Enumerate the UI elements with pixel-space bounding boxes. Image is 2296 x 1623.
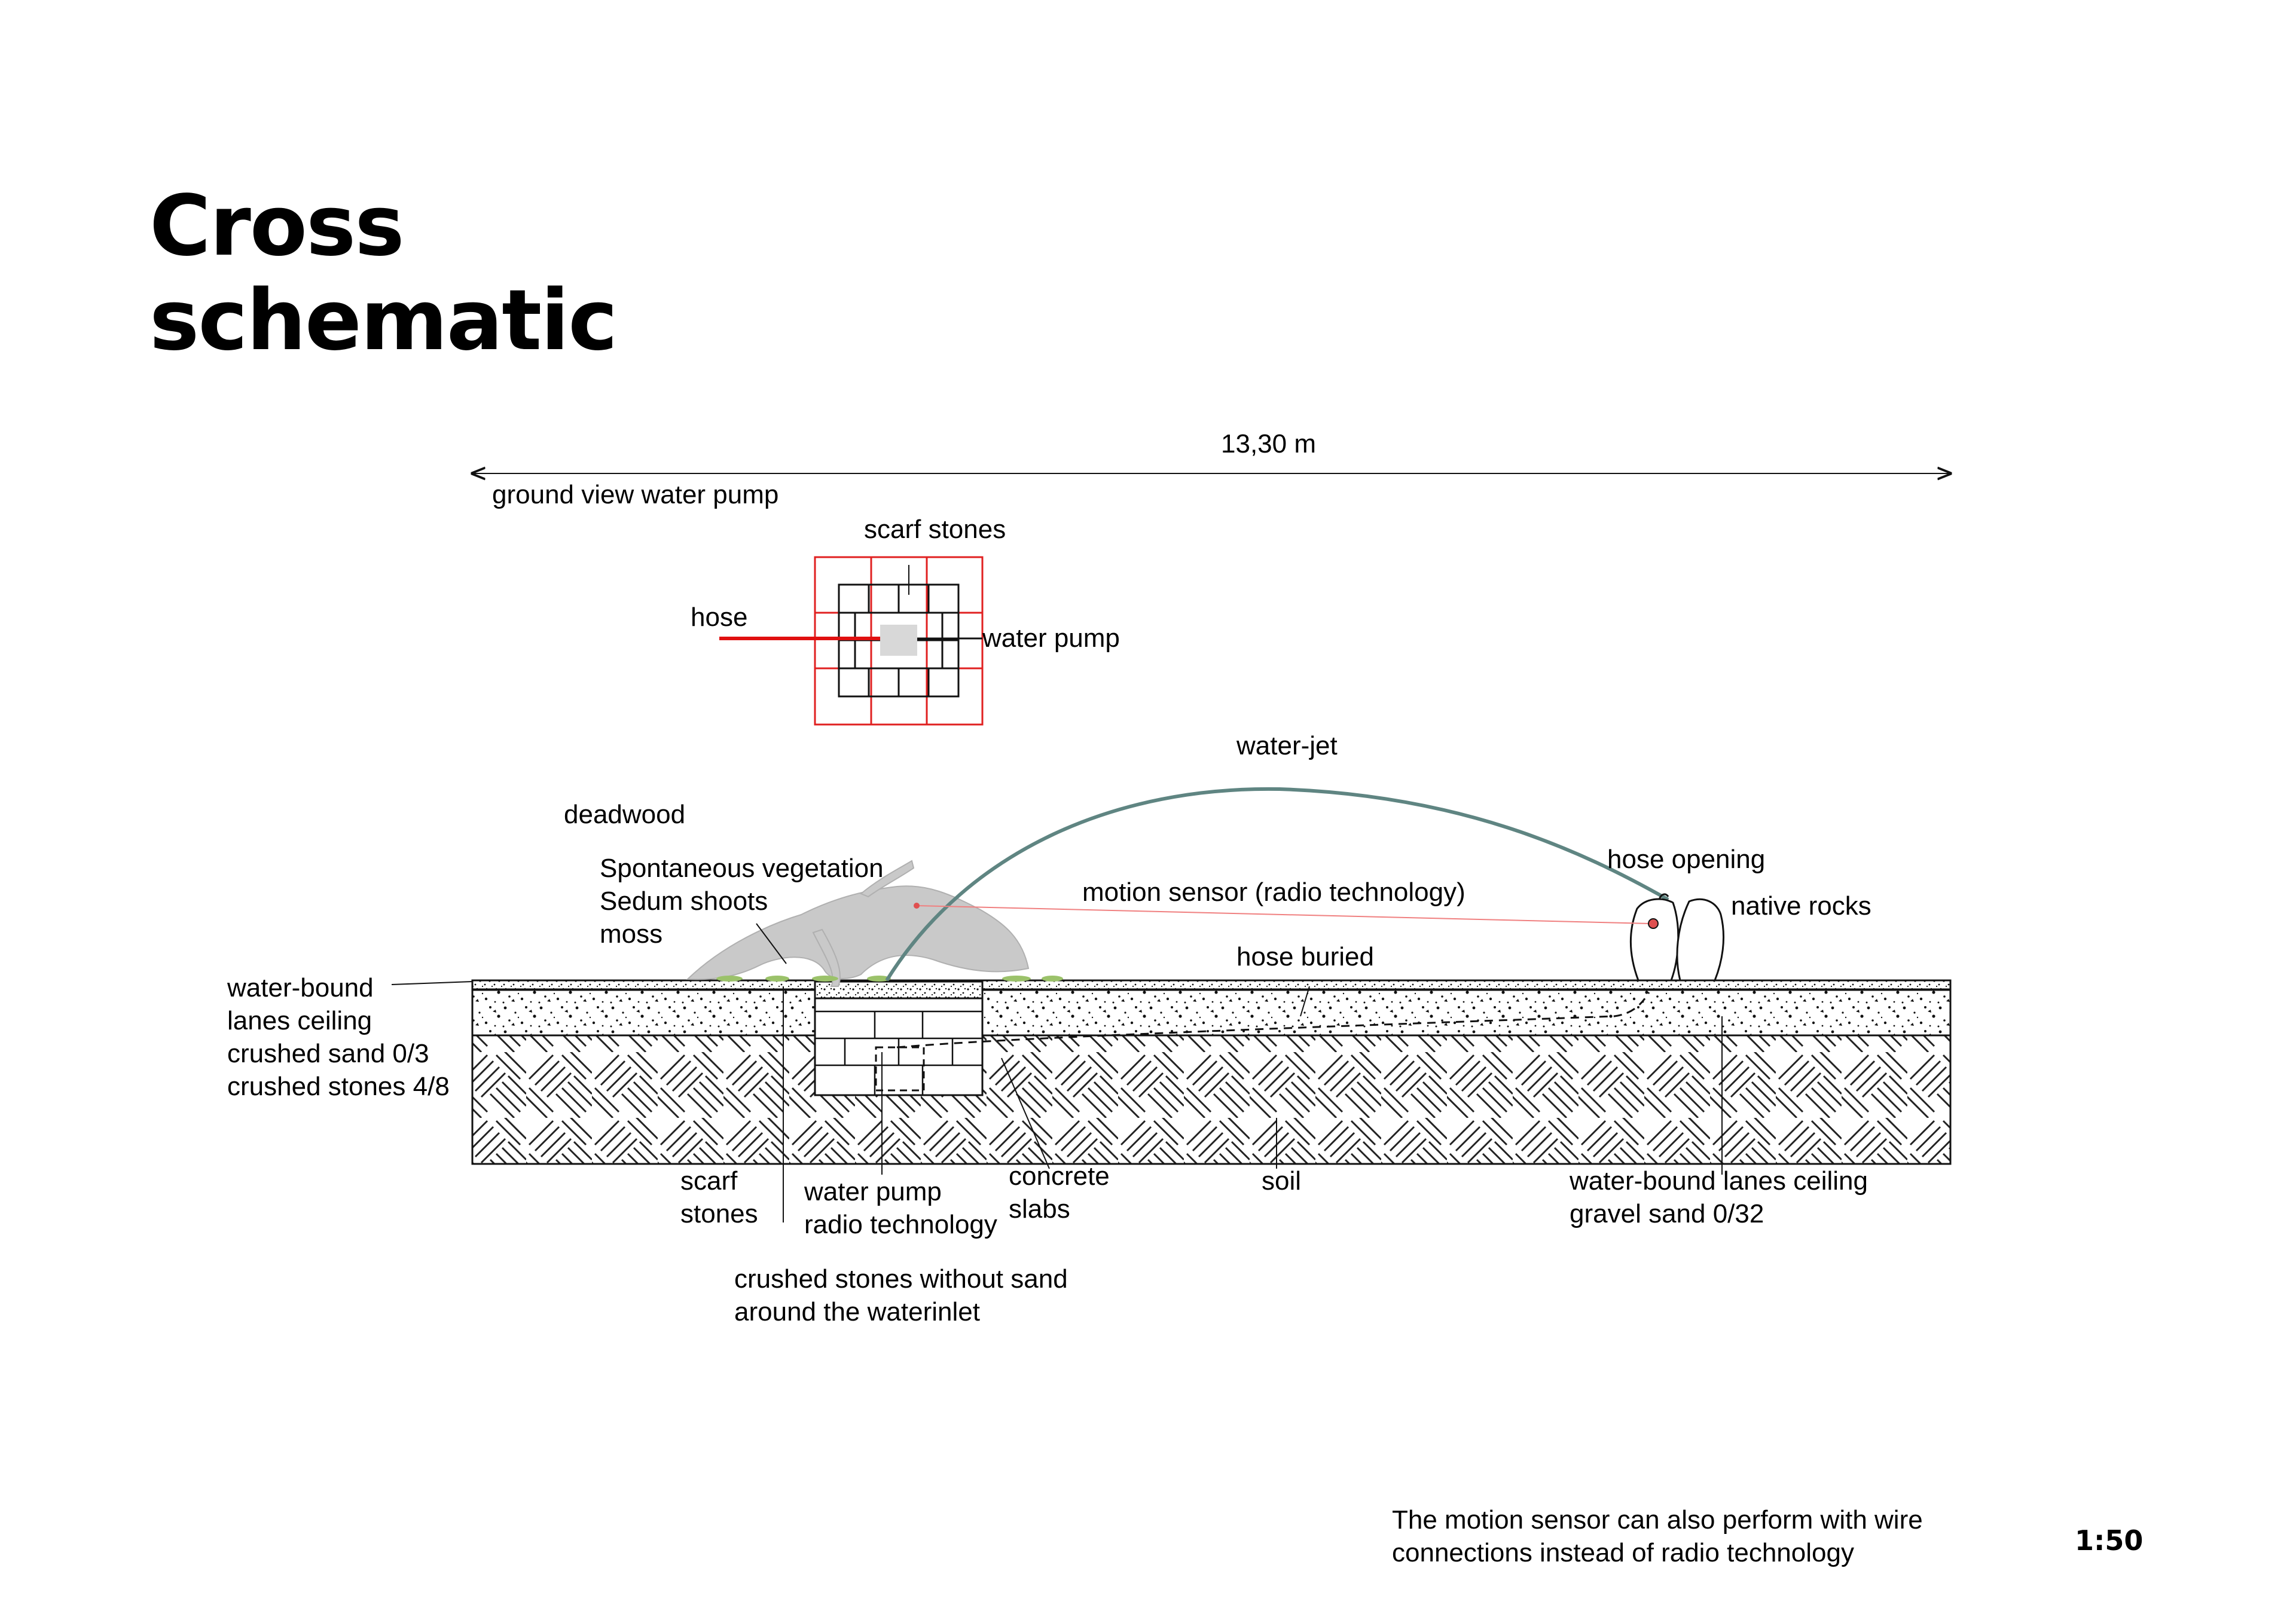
scale-label: 1:50 [2075, 1524, 2144, 1557]
motion-sensor-note: The motion sensor can also perform with … [1392, 1505, 1923, 1567]
native-rocks-label: native rocks [1731, 891, 1871, 921]
motion-sensor-emitter [914, 903, 920, 909]
water-jet-arc [885, 787, 1669, 982]
scarf-stones-label: scarf stones [680, 1166, 758, 1228]
vegetation-label: Spontaneous vegetation Sedum shoots moss [600, 854, 884, 949]
soil-layer [471, 1034, 1952, 1165]
water-jet-label: water-jet [1236, 731, 1338, 760]
motion-sensor [1648, 918, 1659, 929]
crushed-stones-label: crushed stones without sand around the w… [734, 1264, 1068, 1326]
hose-buried-label: hose buried [1236, 942, 1374, 971]
title-line-1: Cross [149, 178, 405, 275]
dimension-label: 13,30 m [1221, 429, 1316, 459]
plan-scarf-stones [838, 583, 960, 698]
motion-sensor-label: motion sensor (radio technology) [1082, 878, 1465, 907]
plan-outer-grid [814, 556, 984, 726]
plan-hose-label: hose [691, 603, 748, 632]
plan-water-pump [880, 625, 917, 656]
motion-sensor-beam [916, 905, 1651, 924]
leader-lines [391, 923, 1723, 1222]
deadwood-label: deadwood [564, 800, 686, 829]
concrete-slabs [815, 1010, 982, 1095]
top-layer [471, 979, 1952, 991]
section-ground [471, 979, 1952, 1165]
plan-view-title: ground view water pump [492, 480, 779, 509]
plan-water-pump-label: water pump [982, 623, 1120, 653]
buried-hose [896, 992, 1650, 1049]
hose-opening-label: hose opening [1607, 845, 1766, 874]
concrete-slabs-label: concrete slabs [1009, 1162, 1110, 1224]
water-pump-label: water pump radio technology [804, 1177, 997, 1239]
title-line-2: schematic [149, 272, 618, 369]
soil-label: soil [1262, 1166, 1302, 1196]
water-bound-right-label: water-bound lanes ceiling gravel sand 0/… [1570, 1166, 1868, 1228]
water-bound-left-label: water-bound lanes ceiling crushed sand 0… [227, 973, 450, 1101]
plan-scarf-stones-label: scarf stones [864, 515, 1006, 544]
moss [716, 976, 1063, 982]
plan-view [719, 556, 984, 726]
hose-opening [1658, 893, 1669, 900]
page-title: Cross schematic [149, 178, 618, 369]
native-rocks [1629, 893, 1724, 982]
